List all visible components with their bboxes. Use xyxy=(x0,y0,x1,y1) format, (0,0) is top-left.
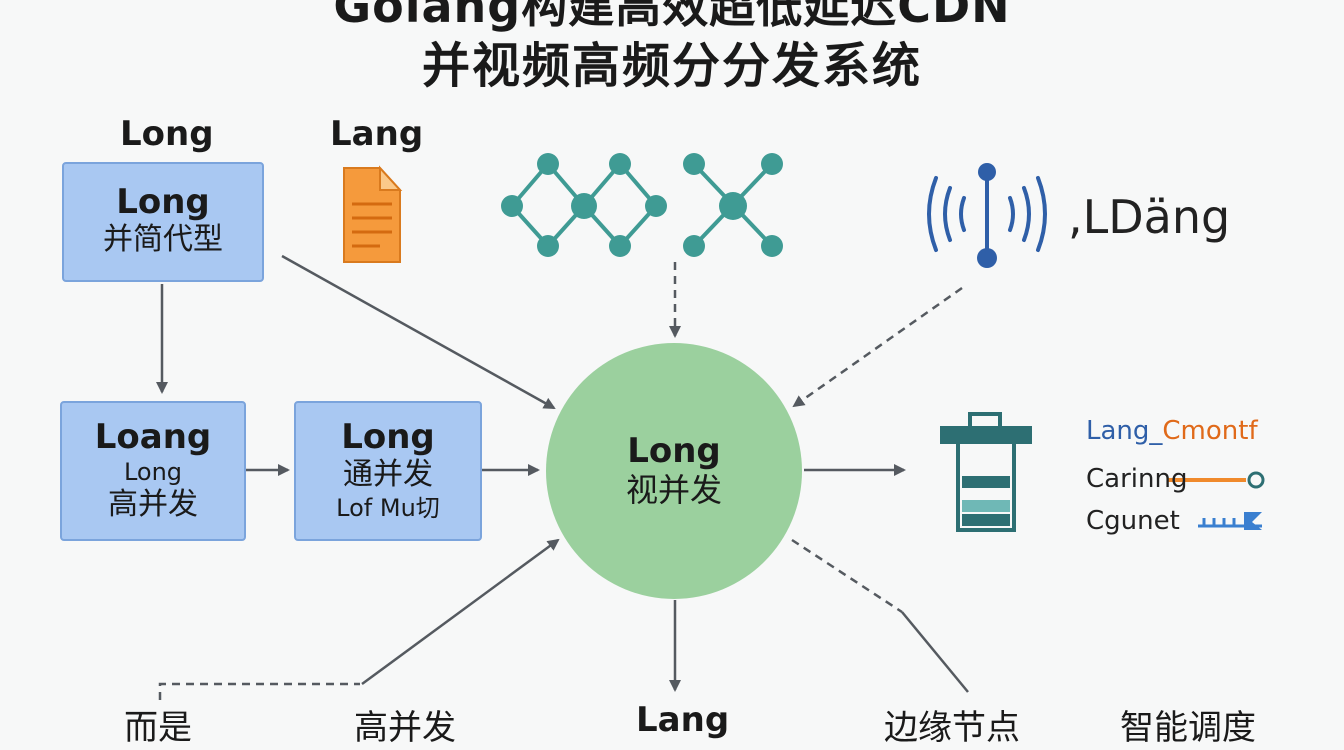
concurrency-switch-box-line3: Lof Mu切 xyxy=(336,494,440,522)
top-left-label: Long xyxy=(120,114,214,154)
arrow-model-to-hub xyxy=(281,254,556,410)
file-label: Lang xyxy=(330,114,424,154)
central-hub-title: Long xyxy=(627,431,721,471)
dashed-link-edge xyxy=(791,538,903,614)
legend-row-1: Lang_Cmontf xyxy=(1086,416,1258,446)
concurrency-switch-box: Long 通并发 Lof Mu切 xyxy=(294,401,482,541)
high-concurrency-box-title: Loang xyxy=(94,417,212,457)
bottom-label-4: 边缘节点 xyxy=(884,708,1020,748)
high-concurrency-box: Loang Long 高并发 xyxy=(60,401,246,541)
legend-row-1-part2: Cmontf xyxy=(1162,416,1258,446)
concurrency-model-box: Long 并简代型 xyxy=(62,162,264,282)
wireless-broadcast-icon xyxy=(927,163,1047,268)
bottom-label-3: Lang xyxy=(636,700,730,740)
wireless-label: ,LDäng xyxy=(1068,190,1231,244)
link-edge-node xyxy=(901,611,969,693)
legend-orange-line-icon xyxy=(1168,471,1265,489)
network-cross-icon xyxy=(683,153,783,257)
concurrency-switch-box-title: Long xyxy=(341,417,435,457)
high-concurrency-box-line3: 高并发 xyxy=(108,487,198,522)
legend-row-1-part1: Lang_ xyxy=(1086,416,1163,446)
arrow-bottom-to-hub xyxy=(361,538,560,686)
bottom-label-5: 智能调度 xyxy=(1120,708,1256,748)
legend-row-2: Carinng xyxy=(1086,464,1188,494)
concurrency-model-box-subtitle: 并简代型 xyxy=(103,222,223,257)
concurrency-switch-box-line2: 通并发 xyxy=(343,457,433,492)
dashed-link-left xyxy=(158,682,360,700)
network-mesh-icon xyxy=(501,153,667,257)
central-hub-subtitle: 视并发 xyxy=(625,471,722,509)
storage-server-icon xyxy=(940,412,1032,532)
bottom-label-2: 高并发 xyxy=(354,708,456,748)
central-hub: Long 视并发 xyxy=(546,343,802,599)
connector-arrows xyxy=(156,254,969,700)
arrow-wireless-to-hub xyxy=(792,286,963,408)
bottom-label-1: 而是 xyxy=(124,708,192,748)
legend-ruler-icon xyxy=(1198,512,1262,530)
high-concurrency-box-line2: Long xyxy=(123,458,183,486)
concurrency-model-box-title: Long xyxy=(116,182,210,222)
diagram-title-line2: 并视频高频分分发系统 xyxy=(421,38,922,94)
diagram-title-line1: Golang构建高效超低延迟CDN xyxy=(333,0,1011,33)
document-icon xyxy=(343,165,403,263)
legend-row-3: Cgunet xyxy=(1086,506,1180,536)
